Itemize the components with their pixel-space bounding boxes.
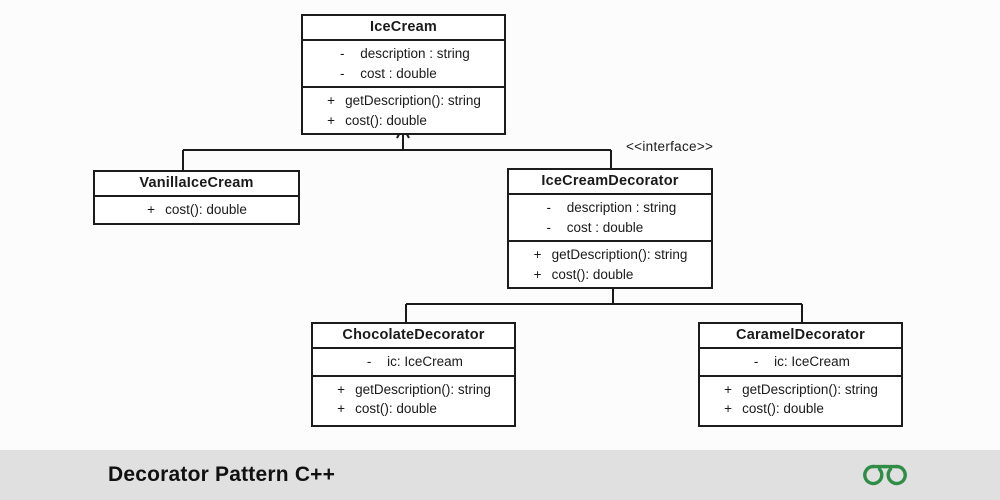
method-text: cost(): double [165, 202, 247, 217]
class-box-icecreamdecorator: IceCreamDecorator - description : string… [507, 168, 713, 289]
method-row: + cost(): double [146, 200, 247, 220]
method-text: cost(): double [345, 112, 427, 128]
attribute-text: description : string [360, 46, 470, 61]
visibility-marker: - [339, 46, 345, 61]
visibility-marker: + [533, 266, 542, 282]
attribute-row: - ic: IceCream [751, 352, 850, 372]
geeksforgeeks-logo [863, 464, 907, 486]
method-row: + cost(): double [723, 399, 878, 419]
footer-bar: Decorator Pattern C++ [0, 450, 1000, 500]
method-row: + getDescription(): string [326, 91, 481, 111]
visibility-marker: - [546, 200, 551, 215]
methods-section: + getDescription(): string + cost(): dou… [509, 240, 711, 287]
class-box-vanillaicecream: VanillaIceCream + cost(): double [93, 170, 300, 225]
page-title: Decorator Pattern C++ [108, 463, 336, 486]
class-title: VanillaIceCream [139, 175, 254, 191]
methods-section: + getDescription(): string + cost(): dou… [313, 374, 514, 422]
attribute-row: - ic: IceCream [364, 352, 463, 372]
method-row: + getDescription(): string [723, 380, 878, 400]
class-box-icecream: IceCream - description : string - cost :… [301, 14, 506, 135]
attributes-section: - description : string - cost : double [303, 39, 504, 86]
class-title: CaramelDecorator [736, 327, 865, 343]
visibility-marker: + [147, 202, 156, 217]
class-title: IceCreamDecorator [541, 173, 679, 189]
methods-section: + getDescription(): string + cost(): dou… [700, 374, 901, 422]
methods-section: + cost(): double [95, 195, 298, 223]
attributes-section: - description : string - cost : double [509, 193, 711, 240]
attribute-text: description : string [566, 200, 677, 215]
attribute-text: ic: IceCream [387, 354, 463, 369]
visibility-marker: - [546, 219, 551, 235]
method-text: getDescription(): string [355, 381, 491, 397]
visibility-marker: + [327, 93, 336, 108]
attribute-row: - description : string [544, 198, 677, 218]
method-text: cost(): double [355, 401, 437, 416]
visibility-marker: - [339, 65, 345, 81]
attribute-row: - cost : double [544, 218, 677, 238]
attribute-row: - cost : double [337, 64, 470, 84]
method-text: getDescription(): string [345, 93, 481, 108]
visibility-marker: + [327, 112, 336, 128]
attributes-section: - ic: IceCream [700, 347, 901, 375]
visibility-marker: - [366, 354, 372, 369]
visibility-marker: - [753, 354, 759, 369]
method-text: getDescription(): string [742, 381, 878, 397]
attribute-text: cost : double [360, 65, 437, 81]
method-row: + getDescription(): string [533, 245, 688, 265]
class-box-chocolatedecorator: ChocolateDecorator - ic: IceCream + getD… [311, 322, 516, 427]
methods-section: + getDescription(): string + cost(): dou… [303, 86, 504, 133]
attributes-section: - ic: IceCream [313, 347, 514, 375]
visibility-marker: + [724, 381, 733, 397]
method-row: + getDescription(): string [336, 380, 491, 400]
visibility-marker: + [337, 401, 346, 416]
class-title: ChocolateDecorator [342, 327, 485, 343]
visibility-marker: + [724, 401, 733, 416]
method-row: + cost(): double [326, 111, 481, 131]
method-row: + cost(): double [336, 399, 491, 419]
attribute-text: ic: IceCream [774, 354, 850, 369]
visibility-marker: + [337, 381, 346, 397]
method-row: + cost(): double [533, 265, 688, 285]
attribute-row: - description : string [337, 44, 470, 64]
method-text: cost(): double [742, 401, 824, 416]
attribute-text: cost : double [566, 219, 644, 235]
interface-stereotype-label: <<interface>> [626, 139, 714, 154]
method-text: getDescription(): string [551, 247, 688, 262]
class-box-carameldecorator: CaramelDecorator - ic: IceCream + getDes… [698, 322, 903, 427]
class-title: IceCream [370, 19, 437, 35]
visibility-marker: + [533, 247, 542, 262]
method-text: cost(): double [551, 266, 634, 282]
uml-diagram-canvas: <<interface>> IceCream - description : s… [93, 14, 903, 427]
